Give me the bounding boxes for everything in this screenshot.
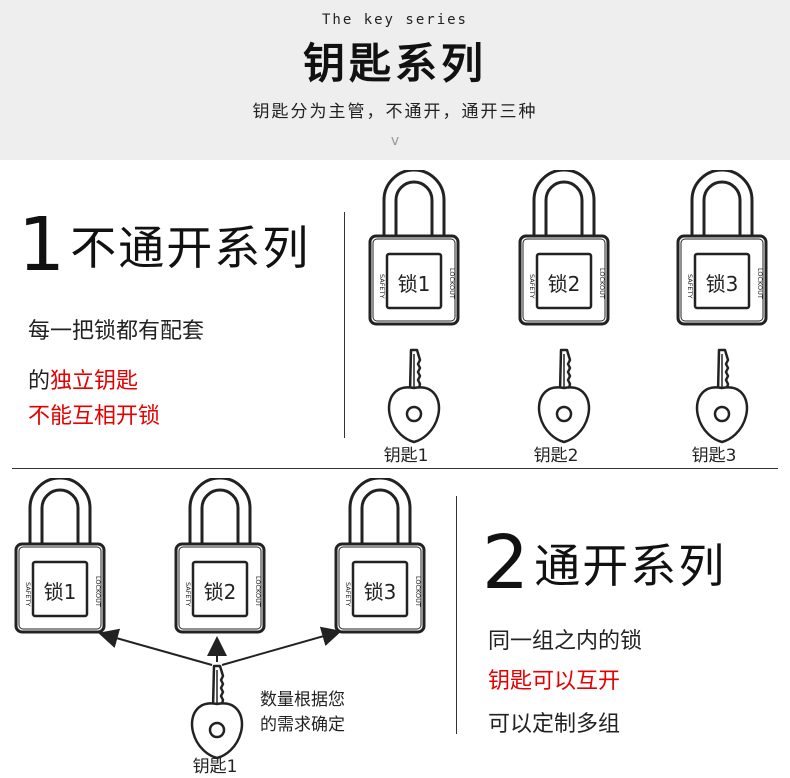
section2-line2: 钥匙可以互开 (488, 669, 621, 694)
padlock-icon: 锁1 SAFETY LOCKOUT (14, 478, 106, 634)
quantity-note-line1: 数量根据您 (260, 690, 345, 710)
padlock-icon: 锁2 SAFETY LOCKOUT (518, 170, 610, 326)
key-icon (190, 664, 244, 760)
lock-side-text-left: SAFETY (686, 274, 694, 299)
section1-line2-highlight: 独立钥匙 (50, 369, 139, 394)
lock-side-text-left: SAFETY (344, 582, 352, 607)
key-caption: 钥匙1 (192, 757, 238, 777)
arrow-right (221, 626, 342, 666)
section2-title: 通开系列 (534, 539, 727, 593)
lock-side-text-right: LOCKOUT (448, 268, 456, 299)
key-icon (387, 348, 441, 444)
section1-line1: 每一把锁都有配套 (28, 319, 205, 344)
section1-title: 不通开系列 (70, 221, 311, 275)
chevron-down-icon: v (390, 133, 400, 149)
lock-label: 锁2 (204, 580, 237, 604)
lock-label: 锁1 (44, 580, 77, 604)
lock-side-text-right: LOCKOUT (254, 576, 262, 607)
quantity-note-line2: 的需求确定 (260, 715, 345, 735)
key-caption: 钥匙1 (383, 446, 429, 466)
section2-illustration: 锁1 SAFETY LOCKOUT 锁2 SAFETY LOCKOUT 锁3 S… (14, 478, 426, 760)
key-icon (695, 348, 749, 444)
lock-side-text-left: SAFETY (528, 274, 536, 299)
section1-illustration: 锁1 SAFETY LOCKOUT 锁2 SAFETY LOCKOUT 锁3 S… (368, 170, 768, 444)
lock-label: 锁1 (398, 272, 431, 296)
section1-line3: 不能互相开锁 (28, 404, 161, 429)
lock-side-text-left: SAFETY (184, 582, 192, 607)
section1-line2-prefix: 的 (28, 369, 51, 394)
section2-line3: 可以定制多组 (488, 712, 621, 737)
lock-side-text-right: LOCKOUT (756, 268, 764, 299)
padlock-icon: 锁3 SAFETY LOCKOUT (676, 170, 768, 326)
section2-line1: 同一组之内的锁 (488, 629, 643, 654)
section2-heading: 2 通开系列 (482, 526, 726, 600)
key-icon (537, 348, 591, 444)
key-caption: 钥匙2 (533, 446, 579, 466)
lock-side-text-left: SAFETY (24, 582, 32, 607)
lock-label: 锁3 (364, 580, 397, 604)
lock-side-text-right: LOCKOUT (94, 576, 102, 607)
section-divider (12, 468, 778, 469)
key-caption: 钥匙3 (691, 446, 737, 466)
section1-line2: 的独立钥匙 (28, 363, 138, 395)
page-title: 钥匙系列 (302, 39, 487, 88)
lock-side-text-right: LOCKOUT (414, 576, 422, 607)
lock-label: 锁3 (706, 272, 739, 296)
section1-vertical-divider (344, 212, 345, 438)
lock-side-text-left: SAFETY (378, 274, 386, 299)
padlock-icon: 锁1 SAFETY LOCKOUT (368, 170, 460, 326)
header-banner: The key series 钥匙系列 钥匙分为主管，不通开，通开三种 v (0, 0, 790, 160)
lock-label: 锁2 (548, 272, 581, 296)
page-description: 钥匙分为主管，不通开，通开三种 (252, 102, 538, 122)
section1-heading: 1 不通开系列 (18, 208, 310, 282)
arrow-left (98, 628, 213, 666)
section1-number: 1 (18, 202, 66, 288)
section2-vertical-divider (456, 496, 457, 734)
padlock-icon: 锁2 SAFETY LOCKOUT (174, 478, 266, 634)
padlock-icon: 锁3 SAFETY LOCKOUT (334, 478, 426, 634)
lock-side-text-right: LOCKOUT (598, 268, 606, 299)
section2-number: 2 (482, 520, 530, 606)
subtitle-en: The key series (321, 12, 468, 28)
